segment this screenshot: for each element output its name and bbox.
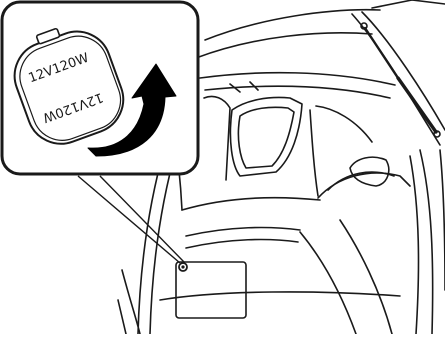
gas-strut	[365, 28, 398, 78]
callout-inset: 12V120W 12V120W	[2, 2, 198, 263]
d-pillar-trim	[420, 150, 433, 334]
accessory-socket	[179, 263, 187, 271]
liftgate-outline	[372, 0, 445, 8]
callout-leader	[78, 176, 184, 263]
cargo-floor	[160, 292, 400, 300]
